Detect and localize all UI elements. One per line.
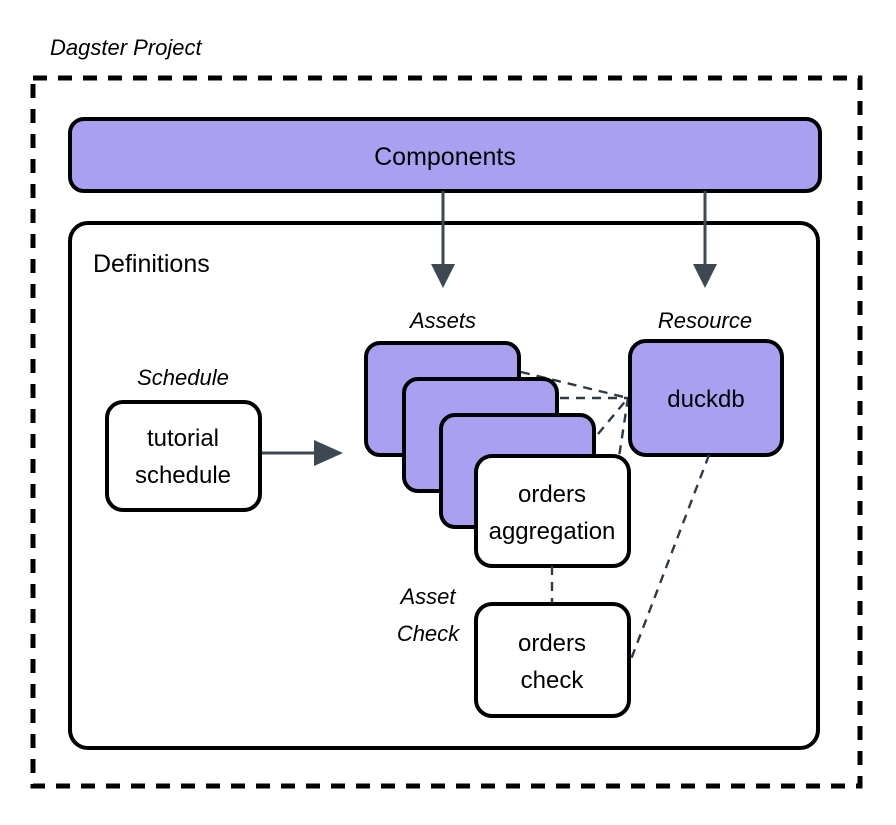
- definitions-label: Definitions: [93, 250, 210, 278]
- tutorial-schedule-label-line2: schedule: [135, 462, 231, 489]
- dagster-project-title: Dagster Project: [50, 35, 203, 60]
- orders-aggregation-label-line2: aggregation: [489, 518, 616, 545]
- components-label: Components: [374, 143, 516, 171]
- components-box[interactable]: [68, 117, 822, 193]
- orders-aggregation-node[interactable]: [474, 454, 631, 568]
- tutorial-schedule-label-line1: tutorial: [147, 425, 219, 452]
- edge-orders-aggregation-to-duckdb: [615, 397, 630, 471]
- edge-components-to-resource: [693, 191, 717, 288]
- asset-check-group-label-line1: Asset: [398, 584, 456, 609]
- resource-group-label: Resource: [658, 308, 752, 333]
- dagster-project-frame: [30, 75, 863, 789]
- orders-aggregation-label-line1: orders: [518, 481, 586, 508]
- edge-asset1-to-duckdb: [520, 370, 629, 400]
- orders-check-label-line1: orders: [518, 630, 586, 657]
- orders-check-label-line2: check: [521, 667, 585, 694]
- tutorial-schedule-node[interactable]: [105, 400, 262, 512]
- duckdb-node[interactable]: [628, 339, 784, 457]
- edge-components-to-assets: [431, 191, 455, 288]
- edge-asset3-to-duckdb: [597, 397, 629, 435]
- edge-duckdb-to-orders-check: [628, 454, 711, 663]
- duckdb-label: duckdb: [667, 386, 744, 413]
- schedule-group-label: Schedule: [137, 365, 229, 390]
- asset-check-group-label-line2: Check: [397, 621, 460, 646]
- orders-check-node[interactable]: [474, 602, 631, 718]
- assets-group-label: Assets: [408, 308, 476, 333]
- edge-schedule-to-assets: [262, 440, 343, 466]
